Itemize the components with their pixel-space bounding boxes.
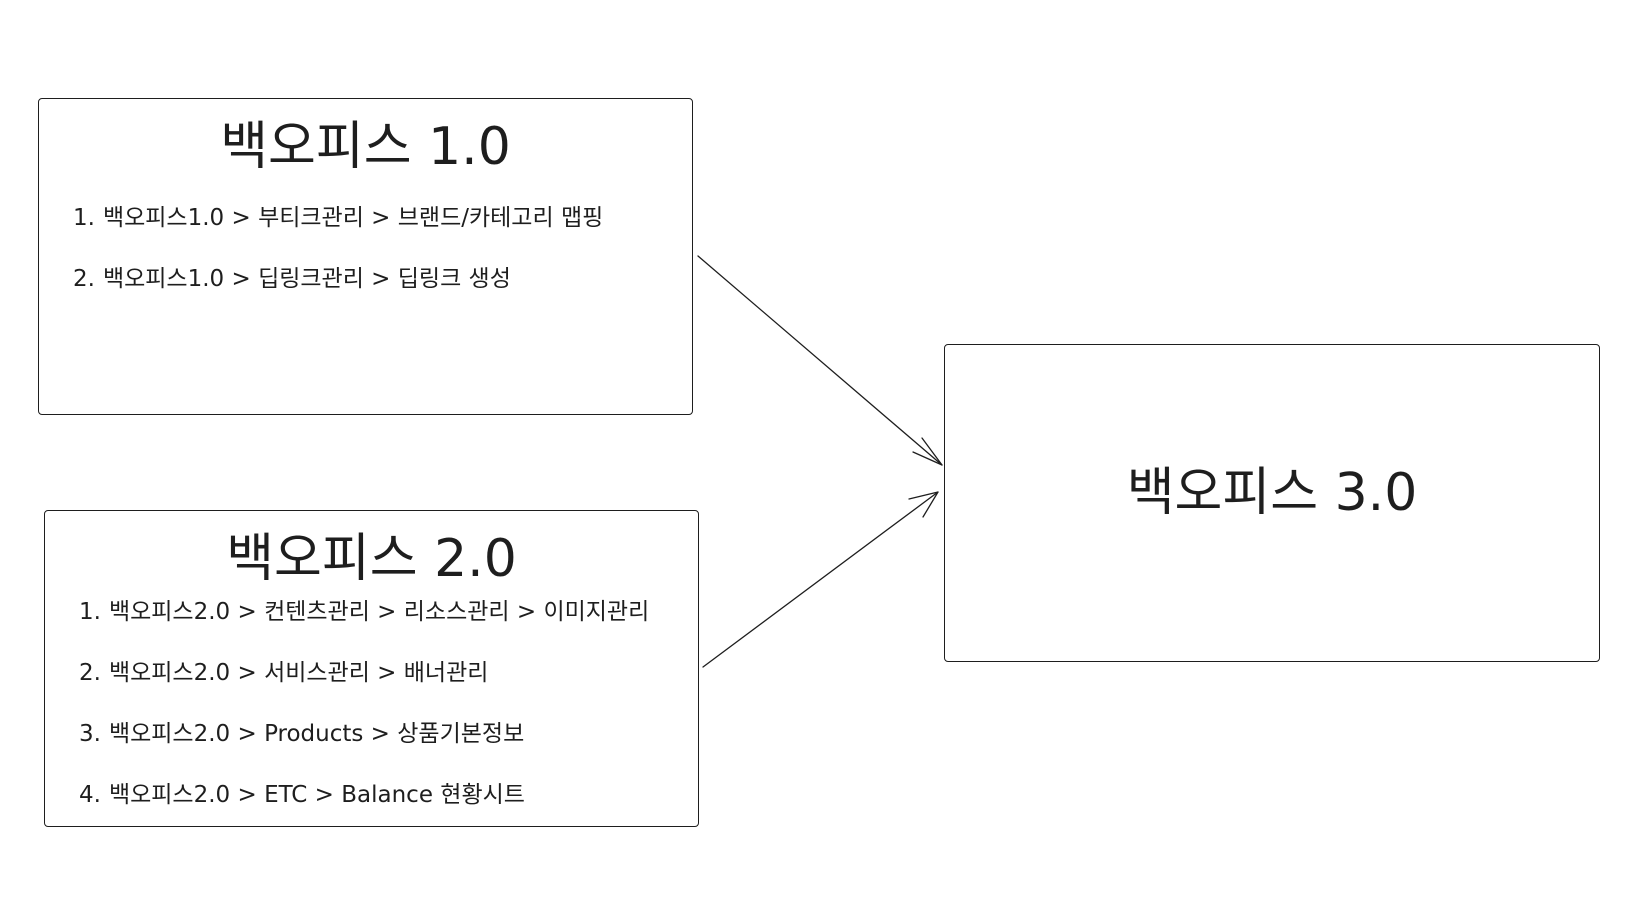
menu-path: 백오피스2.0 > Products > 상품기본정보 — [108, 721, 525, 747]
backoffice-v2-box[interactable]: 백오피스 2.0 1. 백오피스2.0 > 컨텐츠관리 > 리소스관리 > 이미지… — [44, 510, 699, 827]
backoffice-v3-title: 백오피스 3.0 — [1126, 463, 1418, 523]
backoffice-v1-box[interactable]: 백오피스 1.0 1. 백오피스1.0 > 부티크관리 > 브랜드/카테고리 맵핑… — [38, 98, 693, 415]
menu-path: 백오피스1.0 > 딥링크관리 > 딥링크 생성 — [102, 266, 511, 292]
backoffice-v1-title: 백오피스 1.0 — [220, 117, 511, 177]
list-item: 3. 백오피스2.0 > Products > 상품기본정보 — [79, 723, 649, 784]
backoffice-v1-menu-list: 1. 백오피스1.0 > 부티크관리 > 브랜드/카테고리 맵핑 2. 백오피스1.… — [73, 207, 603, 329]
backoffice-v3-box[interactable]: 백오피스 3.0 — [944, 344, 1600, 662]
item-number: 1. — [73, 205, 95, 231]
list-item: 1. 백오피스1.0 > 부티크관리 > 브랜드/카테고리 맵핑 — [73, 207, 603, 268]
menu-path: 백오피스2.0 > 컨텐츠관리 > 리소스관리 > 이미지관리 — [108, 599, 650, 625]
menu-path: 백오피스1.0 > 부티크관리 > 브랜드/카테고리 맵핑 — [102, 205, 604, 231]
backoffice-v2-menu-list: 1. 백오피스2.0 > 컨텐츠관리 > 리소스관리 > 이미지관리 2. 백오피스… — [79, 601, 649, 845]
menu-path: 백오피스2.0 > ETC > Balance 현황시트 — [108, 782, 525, 808]
item-number: 4. — [79, 782, 101, 808]
list-item: 4. 백오피스2.0 > ETC > Balance 현황시트 — [79, 784, 649, 845]
arrow-v2-to-v3[interactable] — [702, 491, 939, 668]
menu-path: 백오피스2.0 > 서비스관리 > 배너관리 — [108, 660, 489, 686]
list-item: 1. 백오피스2.0 > 컨텐츠관리 > 리소스관리 > 이미지관리 — [79, 601, 649, 662]
item-number: 3. — [79, 721, 101, 747]
item-number: 2. — [79, 660, 101, 686]
backoffice-v2-title: 백오피스 2.0 — [226, 529, 517, 589]
arrow-v1-to-v3[interactable] — [697, 255, 943, 466]
list-item: 2. 백오피스1.0 > 딥링크관리 > 딥링크 생성 — [73, 268, 603, 329]
list-item: 2. 백오피스2.0 > 서비스관리 > 배너관리 — [79, 662, 649, 723]
item-number: 2. — [73, 266, 95, 292]
item-number: 1. — [79, 599, 101, 625]
